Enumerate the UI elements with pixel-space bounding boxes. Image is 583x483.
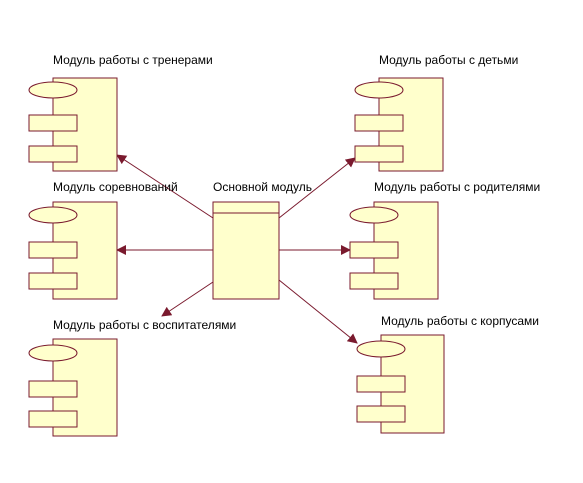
module-educators-label: Модуль работы с воспитателями: [53, 318, 236, 332]
module-competitions-port-bottom: [28, 272, 78, 290]
module-children-port-top: [354, 114, 404, 132]
module-buildings[interactable]: Модуль работы с корпусами: [356, 314, 539, 434]
module-educators-port-bottom: [28, 410, 78, 428]
module-trainers-port-top: [28, 114, 78, 132]
module-children[interactable]: Модуль работы с детьми: [354, 53, 518, 172]
main-module-box: [212, 201, 280, 300]
module-competitions[interactable]: Модуль соревнований: [28, 180, 178, 300]
arrow-main-to-educators: [161, 281, 214, 317]
module-parents[interactable]: Модуль работы с родителями: [349, 180, 540, 300]
module-parents-port-top: [349, 241, 399, 259]
main-module-label: Основной модуль: [213, 180, 312, 194]
arrow-main-to-children: [278, 157, 356, 219]
module-children-port-ellipse: [354, 81, 404, 99]
module-educators-port-ellipse: [28, 344, 78, 362]
module-parents-port-bottom: [349, 272, 399, 290]
module-trainers-label: Модуль работы с тренерами: [53, 53, 213, 67]
module-trainers-port-bottom: [28, 145, 78, 163]
module-educators[interactable]: Модуль работы с воспитателями: [28, 318, 236, 437]
module-children-label: Модуль работы с детьми: [379, 53, 518, 67]
module-educators-port-top: [28, 380, 78, 398]
module-competitions-port-ellipse: [28, 206, 78, 224]
module-trainers-port-ellipse: [28, 81, 78, 99]
main-module[interactable]: Основной модуль: [212, 180, 312, 300]
module-parents-port-ellipse: [349, 206, 399, 224]
module-buildings-port-bottom: [356, 405, 406, 423]
module-buildings-label: Модуль работы с корпусами: [381, 314, 539, 328]
module-competitions-port-top: [28, 241, 78, 259]
module-children-port-bottom: [354, 145, 404, 163]
module-parents-label: Модуль работы с родителями: [374, 180, 540, 194]
module-buildings-port-ellipse: [356, 340, 406, 358]
module-competitions-label: Модуль соревнований: [53, 180, 178, 194]
arrow-main-to-trainers: [116, 154, 214, 219]
module-trainers[interactable]: Модуль работы с тренерами: [28, 53, 213, 172]
dependency-arrows: [116, 154, 358, 344]
arrow-main-to-buildings: [278, 279, 358, 344]
module-buildings-port-top: [356, 375, 406, 393]
